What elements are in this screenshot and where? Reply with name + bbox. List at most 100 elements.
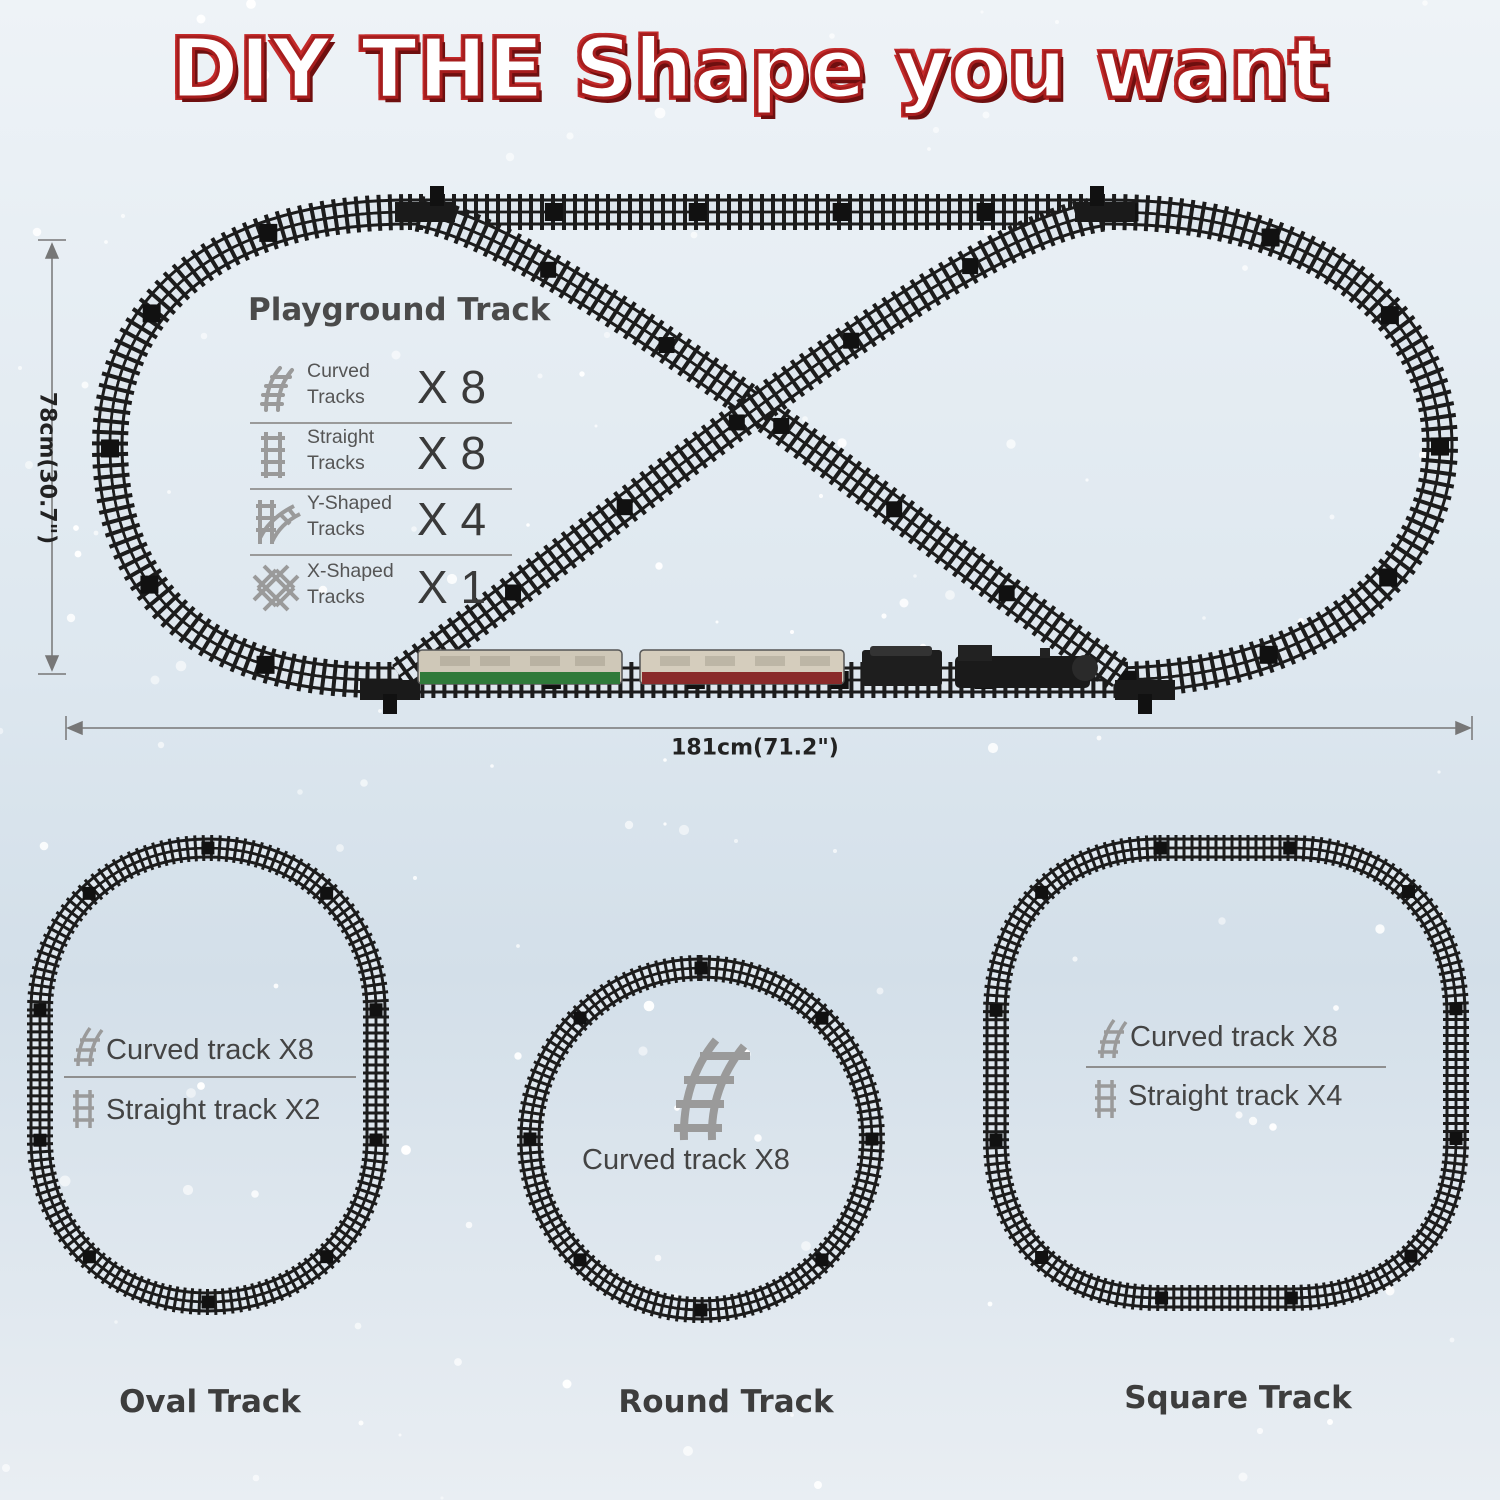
- track-rail: [994, 846, 1458, 1300]
- track-connector: [573, 1253, 587, 1267]
- track-rails: [985, 837, 1467, 1309]
- snowflake: [1327, 1419, 1333, 1425]
- legend-row-y-shaped: Y-Shaped Tracks X 4: [250, 488, 512, 556]
- snowflake: [336, 844, 344, 852]
- track-connector: [865, 1132, 879, 1146]
- snowflake: [81, 381, 89, 389]
- snowflake: [1238, 1472, 1248, 1482]
- y-switch-block: [1115, 680, 1175, 700]
- snowflake: [654, 1254, 662, 1262]
- snowflake: [93, 530, 99, 536]
- locomotive: [955, 656, 1090, 688]
- snowflake: [801, 1241, 811, 1251]
- legend-label-x-shaped: X-Shaped Tracks: [307, 560, 394, 608]
- track-connector: [1379, 568, 1398, 587]
- track-ties: [982, 835, 1470, 1312]
- snowflake: [982, 111, 990, 119]
- legend-row-x-shaped: X-Shaped Tracks X 1: [250, 556, 512, 622]
- snowflake: [186, 1088, 196, 1098]
- track-connector: [33, 1003, 47, 1017]
- playground-track-layout: [91, 186, 1458, 714]
- snowflake: [1096, 735, 1102, 741]
- track-rail-outer: [996, 848, 1456, 1298]
- track-connector: [1449, 1131, 1463, 1145]
- track-rail: [994, 846, 1458, 1300]
- snowflake: [0, 727, 4, 735]
- oval-track-layout: [26, 834, 390, 1316]
- snowflake: [200, 332, 208, 340]
- snowflake: [1218, 917, 1226, 925]
- snowflake: [446, 573, 458, 585]
- track-connector: [658, 337, 675, 354]
- legend-row-straight: Straight Tracks X 8: [250, 422, 512, 490]
- y-switch-block: [1075, 202, 1135, 222]
- snowflake: [150, 675, 160, 685]
- track-connector: [140, 575, 159, 594]
- track-connector: [962, 258, 979, 275]
- snowflake: [354, 1322, 362, 1330]
- snowflake: [654, 107, 666, 119]
- snowflake: [516, 944, 520, 948]
- track-connector: [369, 1133, 383, 1147]
- square-curved-label: Curved track X8: [1130, 1021, 1338, 1053]
- track-connector: [256, 655, 275, 674]
- snowflake: [246, 0, 256, 9]
- track-rail: [419, 212, 1121, 678]
- track-connector: [989, 1003, 1003, 1017]
- snowflake: [167, 490, 171, 494]
- legend-count-straight: X 8: [417, 427, 487, 479]
- width-dimension-label: 181cm(71.2"): [671, 735, 839, 761]
- switch-lever: [1138, 694, 1152, 714]
- switch-lever: [1090, 186, 1104, 206]
- snowflake: [927, 147, 931, 151]
- snowflake: [987, 742, 999, 754]
- snowflake: [465, 1221, 473, 1229]
- round-track-name: Round Track: [618, 1384, 834, 1420]
- snowflake: [913, 574, 917, 578]
- snowflake: [25, 461, 33, 469]
- y-shaped-track-icon: [256, 500, 301, 544]
- snowflake: [980, 10, 984, 14]
- square-divider: [1086, 1066, 1386, 1068]
- coal-tender: [862, 650, 942, 686]
- snowflake: [1248, 1116, 1258, 1126]
- snowflake: [1235, 1111, 1243, 1119]
- snowflake: [1055, 20, 1059, 24]
- snowflake: [494, 39, 498, 43]
- snowflake: [790, 630, 794, 634]
- track-connector: [142, 304, 161, 323]
- curved-track-icon: [260, 366, 294, 412]
- track-connector: [1261, 228, 1280, 247]
- track-connector: [728, 414, 745, 431]
- curved-track-icon: [74, 1026, 104, 1067]
- train: [417, 645, 1098, 688]
- y-switch-block: [360, 680, 420, 700]
- track-connector: [773, 417, 790, 434]
- snowflake: [490, 764, 494, 768]
- snowflake: [401, 1145, 411, 1155]
- track-connector: [540, 261, 557, 278]
- snowflake: [899, 598, 909, 608]
- snowflake: [32, 227, 42, 237]
- snowflake: [114, 1320, 118, 1324]
- switch-lever: [430, 186, 444, 206]
- snowflake: [833, 849, 837, 853]
- track-connector: [886, 501, 903, 518]
- track-rail: [399, 212, 1101, 678]
- track-rail: [38, 846, 378, 1304]
- snowflake: [881, 613, 887, 619]
- snowflake: [678, 824, 690, 836]
- track-connector: [1035, 1251, 1049, 1265]
- snowflake: [734, 839, 738, 843]
- snowflake: [624, 820, 634, 830]
- snowflake: [837, 438, 847, 448]
- track-connector: [1155, 1291, 1169, 1305]
- snowflake: [818, 493, 824, 499]
- snowflake: [603, 331, 611, 339]
- snowflake: [738, 75, 744, 81]
- snowflake: [59, 1175, 71, 1187]
- snowflake: [876, 987, 884, 995]
- snowflake: [526, 523, 530, 527]
